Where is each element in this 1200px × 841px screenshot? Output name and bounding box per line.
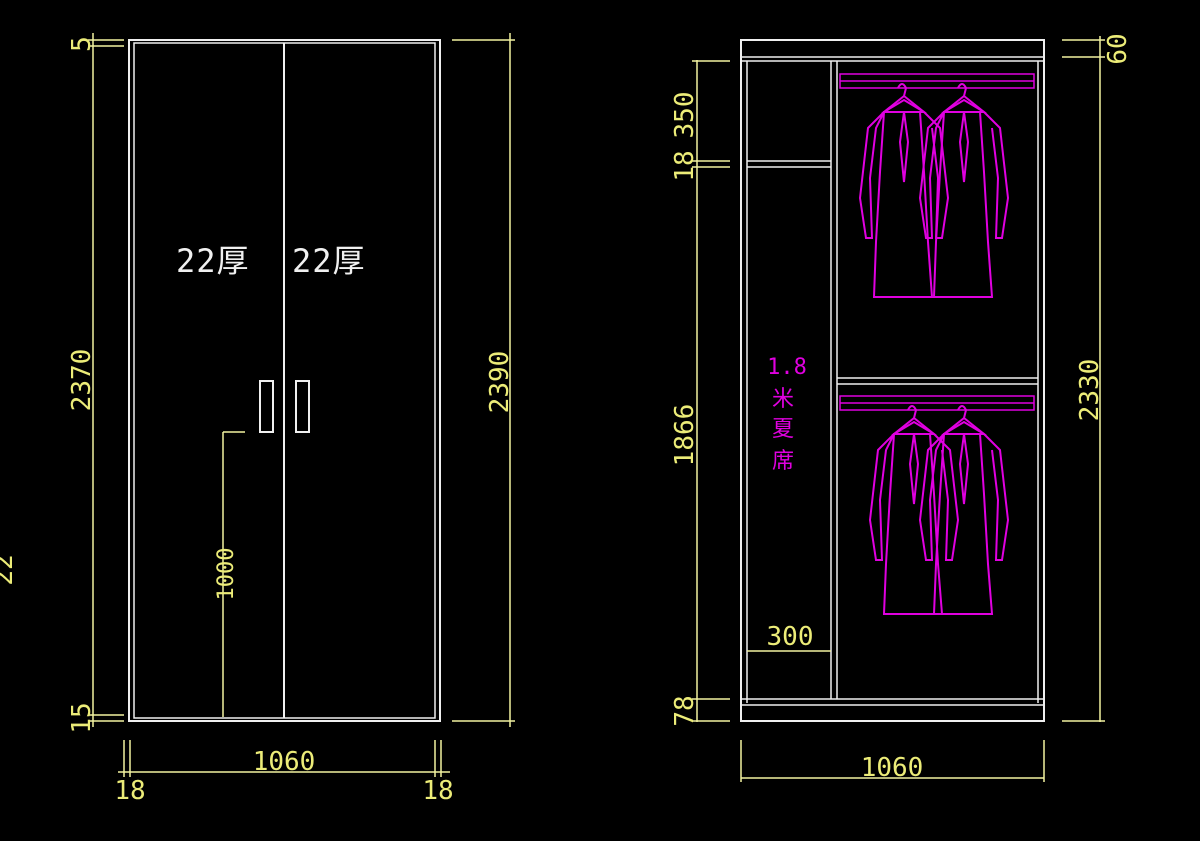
interior-bottom-dimension (740, 740, 1045, 782)
interior-cabinet-outline (740, 39, 1045, 722)
dim-handle-height: 1000 (214, 548, 239, 601)
upper-coat-1 (858, 83, 950, 298)
dim-main-height: 1866 (670, 404, 700, 467)
upper-hanging-rod (839, 73, 1035, 89)
mat-label-line-3: 夏 (772, 417, 794, 442)
front-right-dimension (452, 33, 515, 727)
right-door-handle (295, 380, 310, 433)
dim-right-edge: 18 (422, 776, 453, 806)
interior-right-dimension (1062, 36, 1105, 722)
dim-top-gap: 5 (67, 36, 97, 52)
mat-label-line-4: 席 (772, 449, 794, 474)
interior-left-dimension (692, 60, 730, 722)
dim-shelf-thickness: 18 (670, 150, 700, 181)
dim-interior-width: 1060 (861, 753, 924, 783)
mat-label-line-1: 1.8 (767, 355, 807, 380)
dim-front-left-height: 2370 (67, 349, 97, 412)
dim-top-panel: 60 (1103, 33, 1133, 64)
left-door-thickness-label: 22厚 (176, 242, 250, 280)
dim-bottom-gap: 15 (67, 702, 97, 733)
left-edge-fragment-text: 22 (0, 554, 19, 585)
dim-total-height: 2330 (1075, 359, 1105, 422)
lower-coat-2 (918, 405, 1010, 615)
dim-front-right-height: 2390 (485, 351, 515, 414)
lower-coat-1 (868, 405, 960, 615)
handle-height-dimension (222, 431, 245, 717)
right-door-thickness-label: 22厚 (292, 242, 366, 280)
front-bottom-dimension (118, 740, 450, 777)
front-view: 22厚 22厚 5 2370 15 2390 1000 (67, 33, 515, 806)
lower-hanging-rod (839, 395, 1035, 411)
dim-left-edge: 18 (114, 776, 145, 806)
dim-shelf-width: 300 (767, 622, 814, 652)
front-cabinet-outline (128, 39, 441, 722)
interior-view: 1.8 米 夏 席 300 350 18 1866 78 60 233 (670, 33, 1133, 783)
dim-shelf-height: 350 (670, 92, 700, 139)
dim-front-width: 1060 (253, 747, 316, 777)
upper-coat-2 (918, 83, 1010, 298)
mat-label-line-2: 米 (772, 387, 794, 412)
dim-base-height: 78 (670, 695, 700, 726)
front-left-dimension (88, 33, 124, 727)
left-door-handle (259, 380, 274, 433)
